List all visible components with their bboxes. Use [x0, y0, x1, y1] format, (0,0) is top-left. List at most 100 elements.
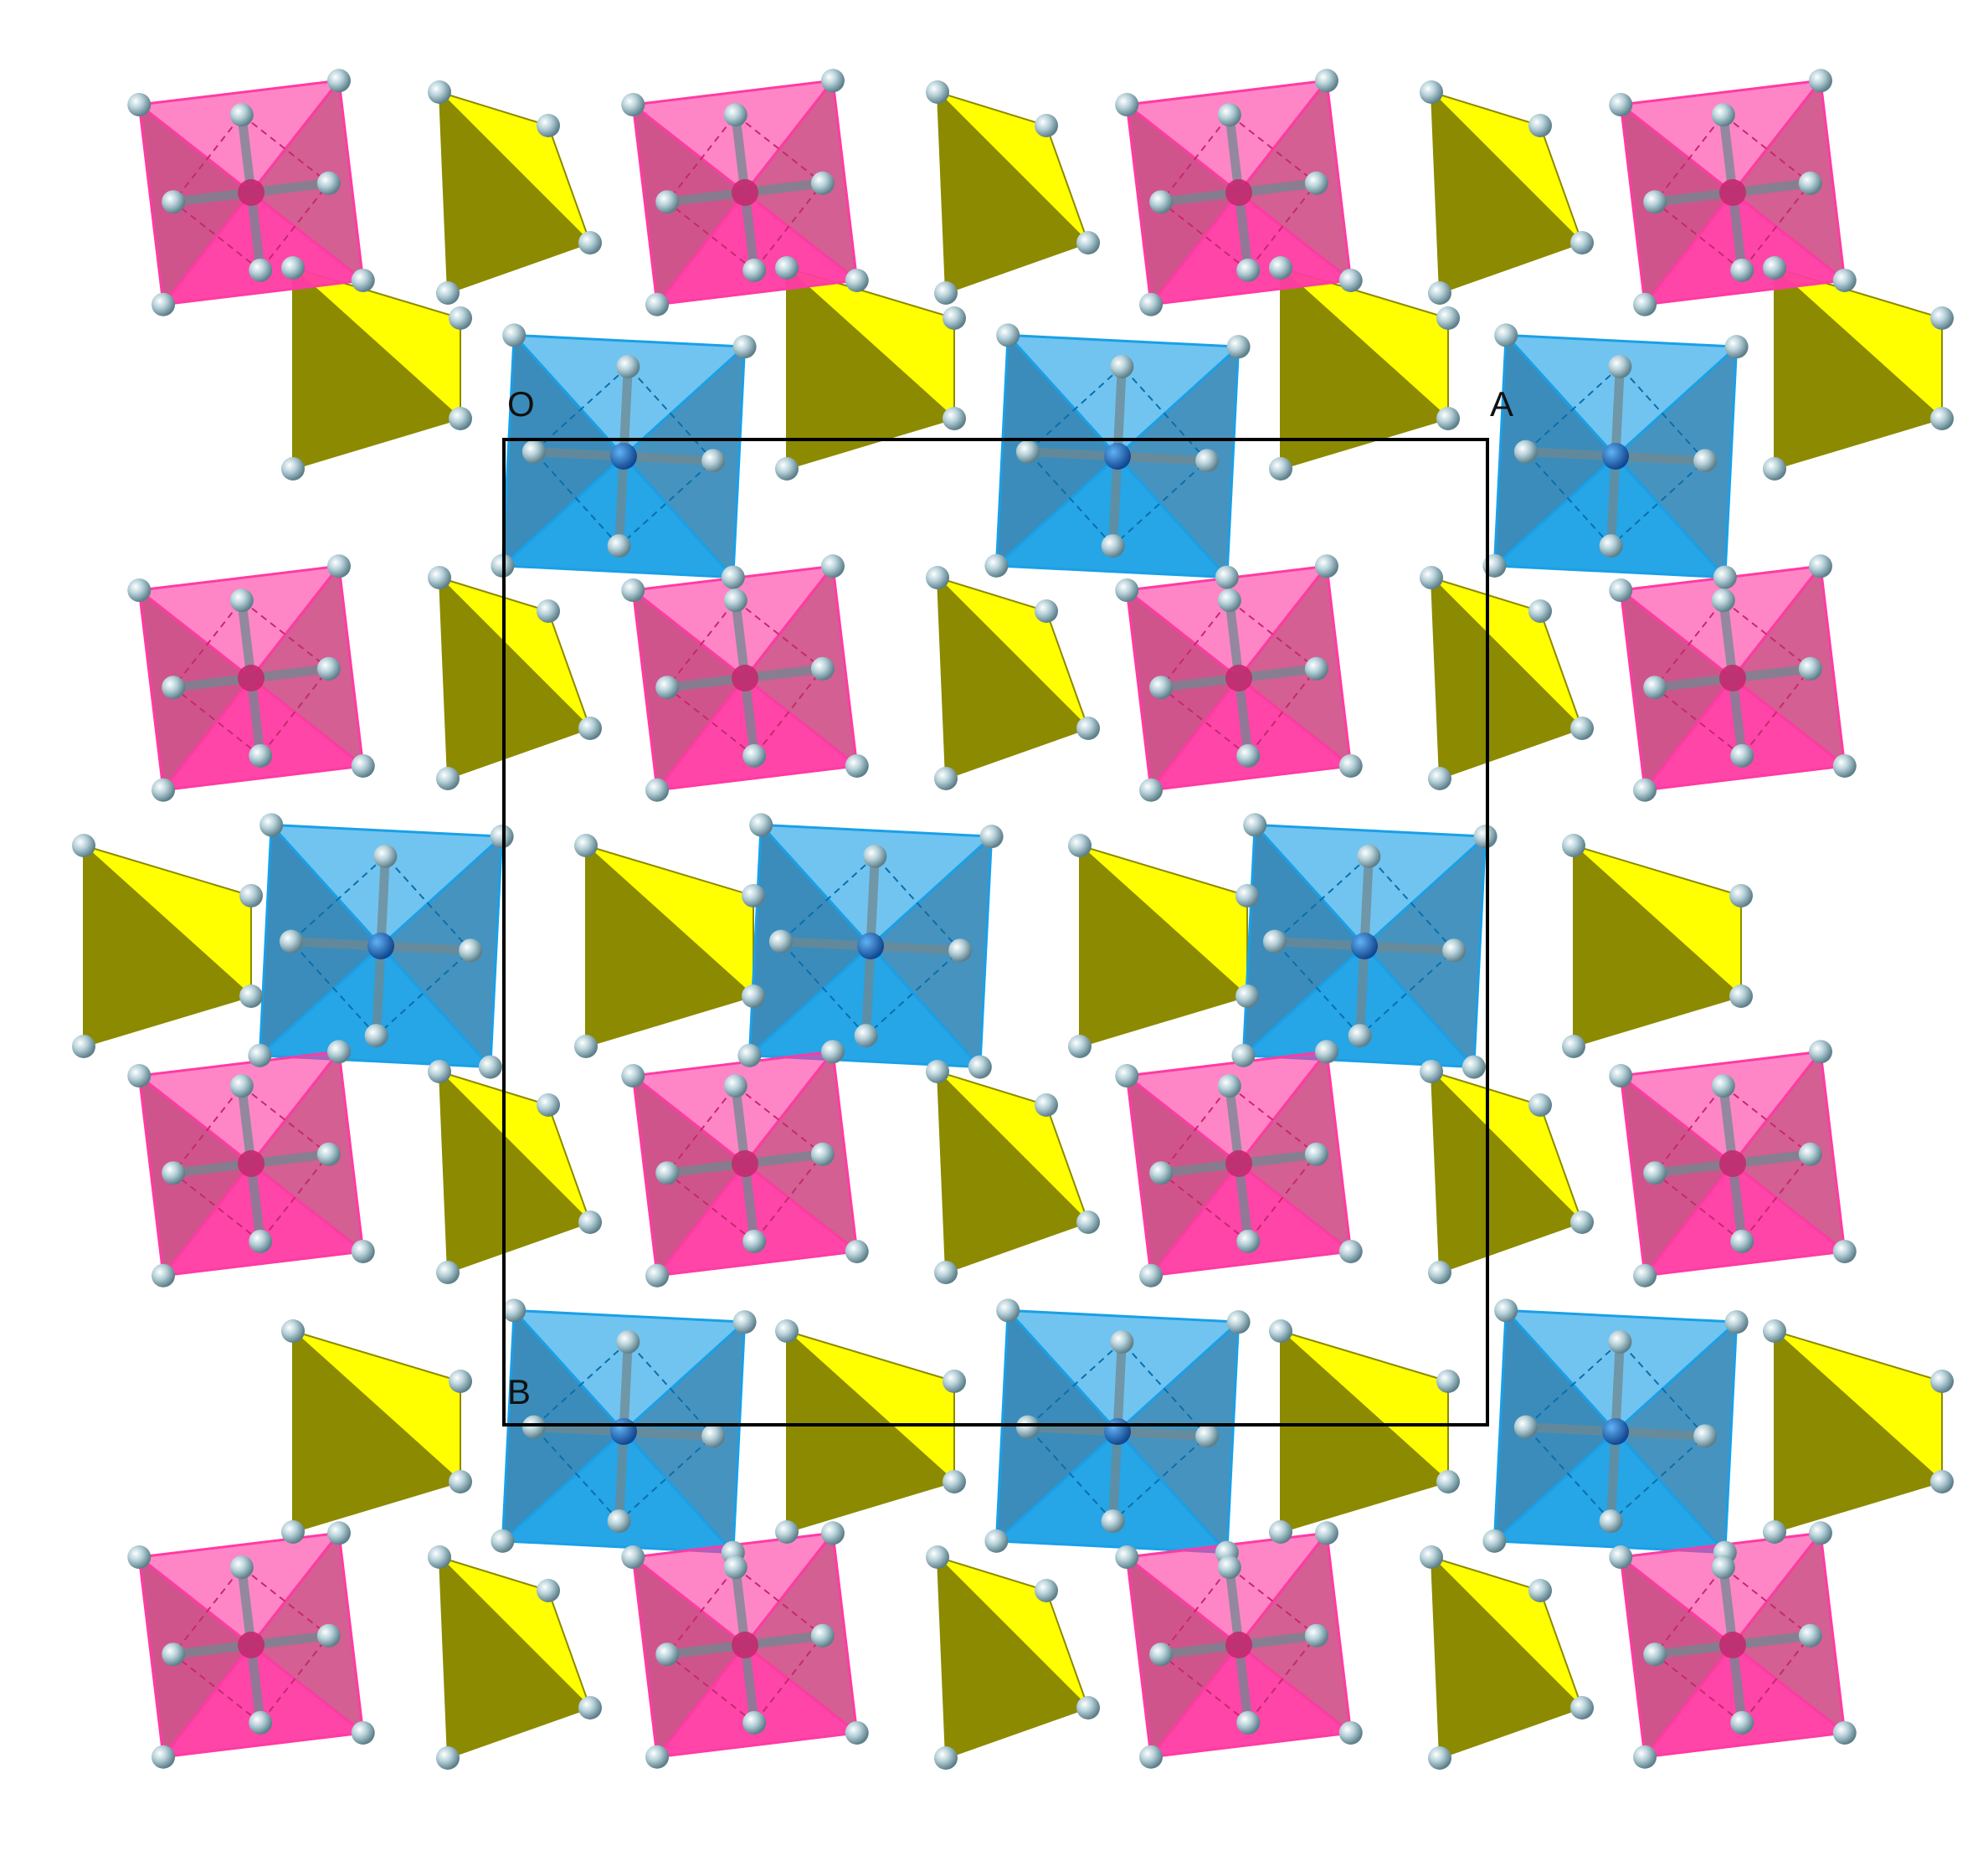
oxygen-atom [1798, 171, 1822, 195]
blue-octahedron [994, 1308, 1241, 1555]
oxygen-atom [1643, 676, 1667, 700]
pink-octahedron [631, 564, 859, 792]
oxygen-atom [326, 554, 351, 578]
yellow-tetrahedron [936, 1555, 1090, 1760]
yellow-tetrahedron [1430, 1069, 1584, 1274]
oxygen-atom [996, 1298, 1020, 1323]
oxygen-atom [1115, 1545, 1139, 1570]
oxygen-atom [1570, 1696, 1594, 1719]
oxygen-atom [239, 884, 263, 907]
oxygen-atom [1930, 306, 1954, 330]
oxygen-atom [281, 1520, 305, 1544]
oxygen-atom [1015, 1415, 1040, 1439]
oxygen-atom [1494, 1298, 1518, 1323]
oxygen-atom [1110, 354, 1134, 378]
oxygen-atom [1338, 753, 1363, 778]
oxygen-atom [1231, 1043, 1256, 1067]
oxygen-atom [1436, 407, 1460, 430]
oxygen-atom [449, 1470, 472, 1493]
oxygen-atom [655, 1642, 680, 1667]
oxygen-atom [1428, 1746, 1451, 1770]
oxygen-atom [537, 114, 560, 137]
oxygen-atom [248, 1043, 272, 1067]
oxygen-atom [521, 440, 546, 464]
yellow-tetrahedron [1774, 1329, 1944, 1534]
oxygen-atom [1420, 80, 1443, 104]
oxygen-atom [428, 1545, 451, 1569]
oxygen-atom [1304, 1623, 1328, 1648]
oxygen-atom [749, 813, 773, 837]
oxygen-atom [127, 93, 152, 117]
blue-octahedron [1241, 823, 1487, 1069]
pink-octahedron [631, 1531, 859, 1759]
oxygen-atom [854, 1024, 878, 1048]
oxygen-atom [436, 1746, 460, 1770]
oxygen-atom [1420, 1545, 1443, 1569]
oxygen-atom [1442, 938, 1467, 963]
pink-octahedron [137, 564, 365, 792]
oxygen-atom [1236, 743, 1261, 768]
oxygen-atom [934, 281, 958, 305]
oxygen-atom [1139, 778, 1164, 802]
yellow-tetrahedron [438, 90, 592, 295]
origin-label: O [507, 384, 535, 424]
pink-octahedron [1125, 1050, 1353, 1277]
oxygen-atom [1711, 103, 1735, 127]
oxygen-atom [574, 1035, 598, 1058]
oxygen-atom [127, 578, 152, 603]
oxygen-atom [1711, 1074, 1735, 1098]
oxygen-atom [229, 103, 254, 127]
oxygen-atom [934, 1261, 958, 1284]
oxygen-atom [1076, 1696, 1100, 1719]
oxygen-atom [249, 1229, 273, 1253]
oxygen-atom [1101, 534, 1125, 558]
oxygen-atom [1235, 984, 1259, 1008]
oxygen-atom [281, 256, 305, 280]
oxygen-atom [1235, 884, 1259, 907]
oxygen-atom [863, 844, 887, 868]
oxygen-atom [1314, 1521, 1338, 1545]
oxygen-atom [943, 1470, 966, 1493]
oxygen-atom [1035, 1093, 1058, 1117]
pink-octahedron [137, 79, 365, 306]
oxygen-atom [926, 1545, 949, 1569]
oxygen-atom [1599, 534, 1623, 558]
oxygen-atom [820, 69, 845, 93]
yellow-tetrahedron [936, 575, 1090, 780]
oxygen-atom [229, 589, 254, 613]
oxygen-atom [1808, 1521, 1832, 1545]
oxygen-atom [1570, 231, 1594, 254]
oxygen-atom [1139, 1263, 1164, 1288]
oxygen-atom [259, 813, 284, 837]
oxygen-atom [810, 1623, 835, 1648]
oxygen-atom [1338, 268, 1363, 292]
oxygen-atom [1482, 1529, 1507, 1553]
oxygen-atom [1269, 1520, 1292, 1544]
oxygen-atom [326, 1040, 351, 1064]
oxygen-atom [229, 1555, 254, 1580]
oxygen-atom [316, 656, 341, 681]
oxygen-atom [351, 1239, 375, 1263]
blue-octahedron [1492, 1308, 1739, 1555]
oxygen-atom [810, 1142, 835, 1166]
oxygen-atom [723, 1555, 747, 1580]
blue-octahedra-layer [258, 333, 1739, 1555]
oxygen-atom [645, 292, 670, 316]
oxygen-atom [968, 1055, 992, 1079]
oxygen-atom [742, 743, 767, 768]
oxygen-atom [152, 1745, 176, 1769]
oxygen-atom [943, 407, 966, 430]
oxygen-atom [1076, 717, 1100, 740]
pink-octahedron [137, 1050, 365, 1277]
oxygen-atom [351, 268, 375, 292]
pink-octahedron [1125, 564, 1353, 792]
oxygen-atom [1808, 69, 1832, 93]
oxygen-atom [1711, 589, 1735, 613]
oxygen-atom [845, 1239, 869, 1263]
oxygen-atom [1798, 656, 1822, 681]
oxygen-atom [1528, 599, 1552, 623]
oxygen-atom [742, 1710, 767, 1735]
oxygen-atom [1115, 1064, 1139, 1088]
oxygen-atom [1428, 767, 1451, 790]
oxygen-atom [316, 1142, 341, 1166]
